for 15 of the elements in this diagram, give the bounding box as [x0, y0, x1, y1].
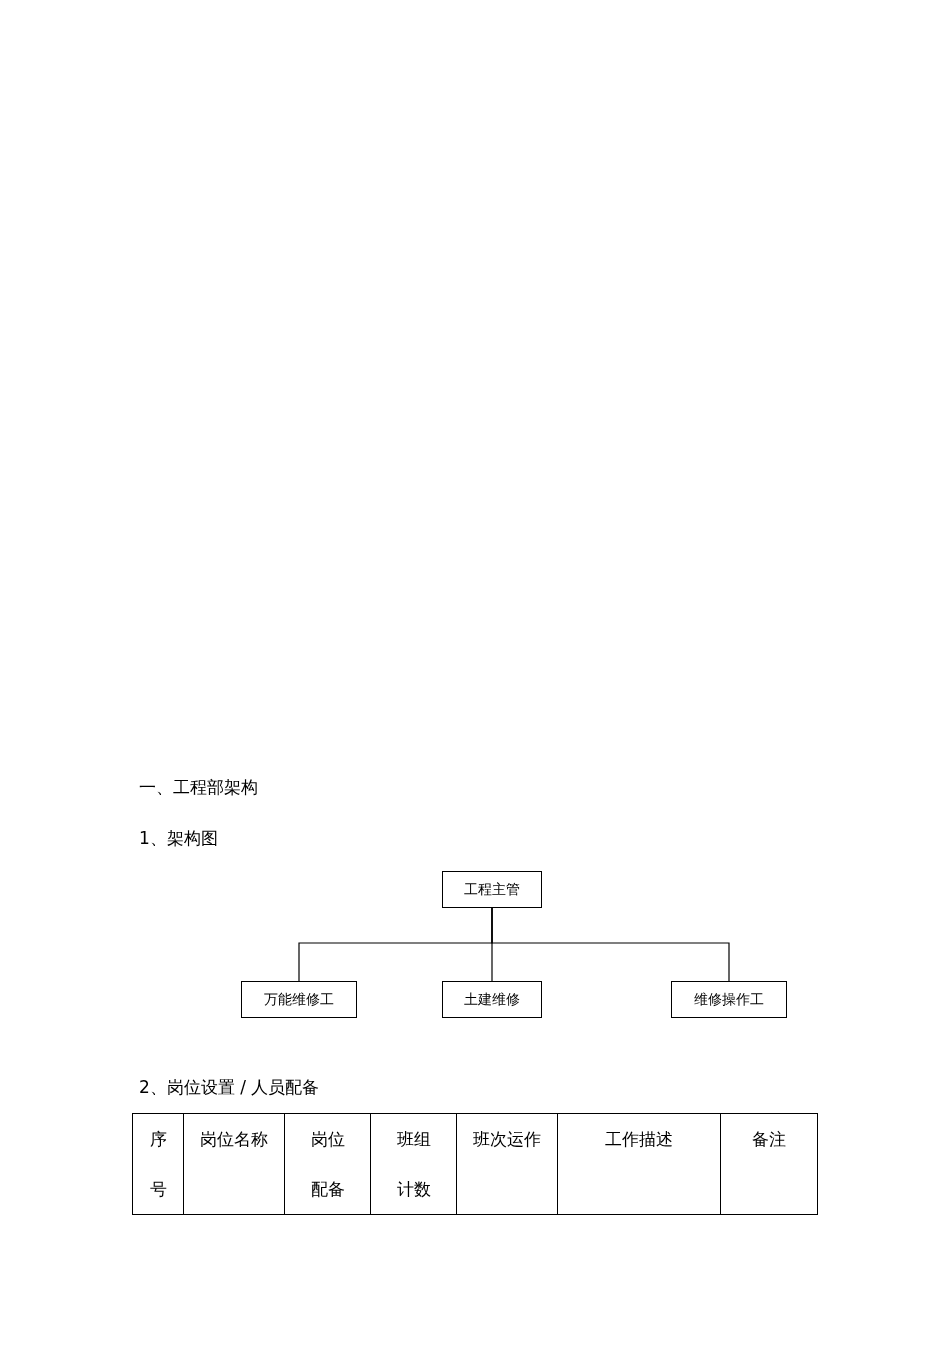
table-header-cell: 岗位名称 — [183, 1113, 285, 1215]
connector-line — [491, 907, 730, 982]
role-box: 工程主管 — [442, 871, 542, 908]
table-header-cell: 序号 — [132, 1113, 184, 1215]
subsection-heading: 1、架构图 — [139, 827, 218, 849]
subsection-heading: 2、岗位设置 / 人员配备 — [139, 1076, 320, 1098]
table-header-cell: 备注 — [720, 1113, 818, 1215]
table-header-cell: 班次运作 — [456, 1113, 558, 1215]
role-box: 土建维修 — [442, 981, 542, 1018]
table-header-cell: 岗位配备 — [284, 1113, 371, 1215]
table-header-cell: 班组计数 — [370, 1113, 457, 1215]
role-box: 维修操作工 — [671, 981, 787, 1018]
table-header-cell: 工作描述 — [557, 1113, 721, 1215]
section-heading: 一、工程部架构 — [139, 776, 258, 798]
role-box: 万能维修工 — [241, 981, 357, 1018]
